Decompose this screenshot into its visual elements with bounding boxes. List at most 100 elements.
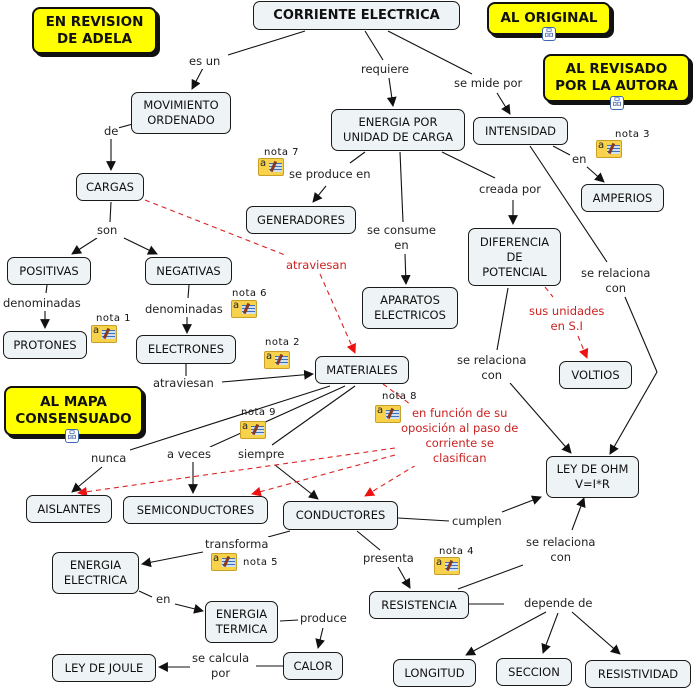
node-protones[interactable]: PROTONES: [3, 331, 87, 359]
edge-line: [221, 369, 314, 383]
node-amperios[interactable]: AMPERIOS: [581, 184, 664, 212]
node-generadores[interactable]: GENERADORES: [246, 206, 356, 234]
edge-line: [312, 185, 327, 203]
node-aislantes[interactable]: AISLANTES: [26, 495, 112, 523]
node-ley-de-joule[interactable]: LEY DE JOULE: [52, 654, 156, 682]
edge-line: [399, 151, 404, 223]
edge-line: [117, 123, 134, 129]
note-icon[interactable]: a: [231, 300, 257, 318]
link-phrase-cumplen: cumplen: [451, 514, 503, 529]
edge-line-dashed: [144, 199, 286, 256]
link-phrase-denominadas: denominadas: [2, 296, 82, 311]
node-resistividad[interactable]: RESISTIVIDAD: [585, 660, 691, 688]
edge-line: [386, 77, 397, 107]
link-phrase-depende-de: depende de: [523, 596, 594, 611]
link-phrase-denominadas: denominadas: [144, 302, 224, 317]
link-phrase-sus-unidades: sus unidades en S.I: [528, 304, 606, 334]
edge-line: [465, 611, 547, 656]
edge-line: [109, 201, 112, 223]
node-cargas[interactable]: CARGAS: [76, 173, 144, 201]
edge-line: [227, 30, 306, 56]
edge-line: [609, 371, 658, 455]
link-phrase-atraviesan: atraviesan: [152, 376, 215, 391]
node-semiconductores[interactable]: SEMICONDUCTORES: [123, 496, 268, 524]
link-al-mapa[interactable]: AL MAPA CONSENSUADO: [4, 386, 143, 436]
concept-map-icon[interactable]: 品: [65, 429, 79, 443]
edge-line-dashed: [364, 464, 417, 497]
edge-line: [509, 382, 572, 454]
node-energia-electrica[interactable]: ENERGIA ELECTRICA: [52, 552, 139, 594]
link-phrase-es-un: es un: [188, 54, 222, 69]
node-energia-unidad-carga[interactable]: ENERGIA POR UNIDAD DE CARGA: [331, 109, 465, 151]
edge-line: [71, 466, 103, 493]
node-positivas[interactable]: POSITIVAS: [7, 257, 91, 285]
note-label: nota 5: [243, 557, 279, 568]
link-phrase-se-mide-por: se mide por: [453, 76, 524, 91]
link-phrase-se-produce-en: se produce en: [288, 167, 372, 182]
link-phrase-en-funcion: en función de su oposición al paso de co…: [400, 406, 520, 466]
edge-line: [529, 145, 608, 263]
link-phrase-atraviesan-red: atraviesan: [285, 258, 348, 273]
edge-line: [138, 590, 153, 598]
note-icon[interactable]: a: [375, 405, 401, 423]
edge-line: [457, 564, 524, 590]
node-intensidad[interactable]: INTENSIDAD: [473, 117, 568, 145]
edge-line: [624, 296, 658, 373]
node-ley-de-ohm[interactable]: LEY DE OHM V=I*R: [546, 456, 639, 498]
link-phrase-nunca: nunca: [90, 451, 128, 466]
note-icon[interactable]: a: [434, 557, 460, 575]
node-seccion[interactable]: SECCION: [496, 658, 572, 686]
edge-line: [397, 566, 411, 589]
edge-line: [45, 284, 48, 294]
node-electrones[interactable]: ELECTRONES: [136, 335, 236, 364]
note-icon[interactable]: a: [264, 351, 290, 369]
note-icon[interactable]: a: [596, 140, 622, 158]
note-label: nota 9: [241, 407, 277, 418]
note-icon[interactable]: a: [240, 421, 266, 439]
node-aparatos-electricos[interactable]: APARATOS ELECTRICOS: [362, 287, 458, 329]
note-icon[interactable]: a: [91, 325, 117, 343]
edge-line: [552, 145, 571, 156]
node-voltios[interactable]: VOLTIOS: [559, 361, 632, 389]
node-resistencia[interactable]: RESISTENCIA: [369, 591, 469, 619]
node-energia-termica[interactable]: ENERGIA TERMICA: [205, 601, 278, 643]
link-phrase-se-relaciona-con-resistencia: se relaciona con: [525, 535, 597, 565]
node-movimiento-ordenado[interactable]: MOVIMIENTO ORDENADO: [131, 92, 231, 134]
note-icon[interactable]: a: [211, 553, 237, 571]
node-negativas[interactable]: NEGATIVAS: [145, 257, 232, 285]
edge-line: [496, 92, 511, 115]
node-materiales[interactable]: MATERIALES: [315, 356, 409, 384]
link-phrase-requiere: requiere: [360, 62, 410, 77]
edge-line: [209, 385, 346, 448]
node-diferencia-potencial[interactable]: DIFERENCIA DE POTENCIAL: [468, 228, 561, 286]
edge-line: [501, 495, 542, 513]
edge-line: [349, 151, 366, 164]
edge-line: [571, 611, 621, 655]
edge-line-dashed: [382, 383, 411, 405]
concept-map-icon[interactable]: 品: [542, 27, 556, 41]
node-longitud[interactable]: LONGITUD: [393, 659, 476, 687]
edge-line: [191, 67, 204, 90]
link-al-revisado[interactable]: AL REVISADO POR LA AUTORA: [543, 54, 690, 102]
node-corriente-electrica[interactable]: CORRIENTE ELECTRICA: [253, 1, 460, 30]
note-label: nota 1: [96, 313, 132, 324]
link-en-revision[interactable]: EN REVISION DE ADELA: [32, 7, 157, 54]
link-phrase-se-consume-en: se consume en: [366, 223, 437, 253]
edge-line: [441, 151, 496, 179]
node-calor[interactable]: CALOR: [283, 652, 343, 680]
link-phrase-siempre: siempre: [237, 447, 286, 462]
note-label: nota 4: [439, 546, 475, 557]
edge-line: [71, 237, 98, 255]
note-label: nota 2: [265, 337, 301, 348]
node-conductores[interactable]: CONDUCTORES: [283, 501, 398, 530]
edge-line: [397, 517, 450, 522]
link-phrase-son: son: [96, 223, 119, 238]
note-icon[interactable]: a: [258, 158, 284, 176]
concept-map-icon[interactable]: 品: [610, 96, 624, 110]
edge-line: [123, 237, 158, 255]
edge-line: [315, 627, 325, 649]
link-phrase-presenta: presenta: [362, 551, 415, 566]
edge-line: [141, 551, 204, 568]
link-phrase-en: en: [571, 152, 588, 167]
